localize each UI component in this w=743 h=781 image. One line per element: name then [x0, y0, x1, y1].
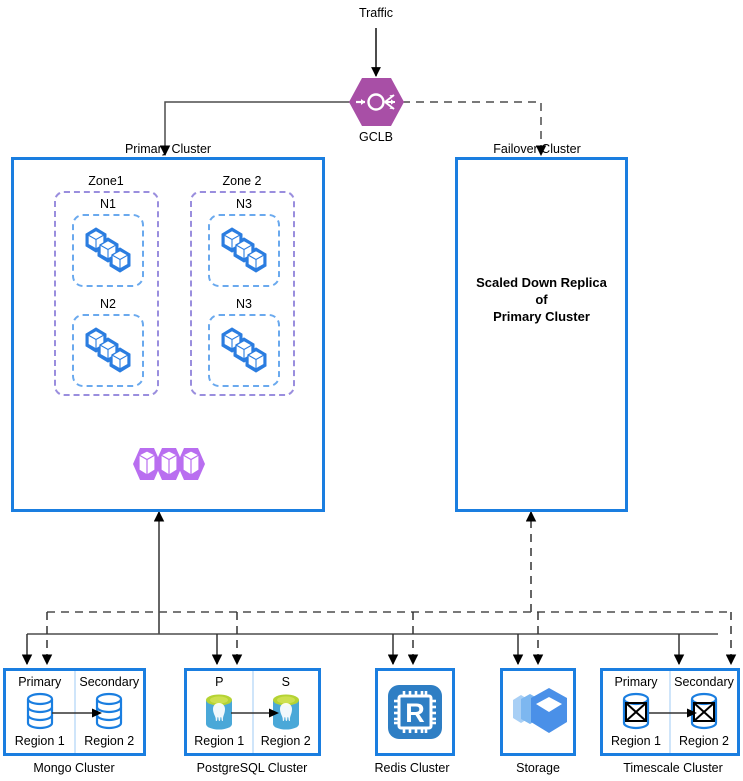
failover-text-line-2: of [535, 292, 548, 307]
node-cubes-icon [85, 327, 131, 373]
postgres-secondary-half[interactable]: S Region 2 [251, 671, 319, 753]
redis-icon-wrap: R [378, 671, 452, 753]
timescale-primary-half[interactable]: Primary Region 1 [603, 671, 669, 753]
timescale-replication-arrow [649, 708, 697, 718]
wire-gclb-to-failover [402, 101, 547, 157]
purple-cubes-icon [133, 448, 205, 480]
zone-box-2[interactable]: N3 [190, 191, 295, 396]
postgres-secondary-region: Region 2 [260, 733, 311, 748]
traffic-label: Traffic [358, 6, 394, 20]
postgres-primary-half[interactable]: P Region 1 [187, 671, 252, 753]
storage-boxes-icon [513, 688, 567, 733]
storage-caption: Storage [516, 761, 560, 775]
node-box-n3-b[interactable] [208, 314, 280, 387]
timescale-cylinder-icon [622, 692, 650, 729]
svg-text:R: R [405, 698, 425, 728]
postgresql-cluster-card[interactable]: P Region 1 S Region [184, 668, 321, 756]
node-title-n1: N1 [97, 197, 119, 211]
pod-group[interactable] [131, 444, 211, 484]
mongodb-cylinder-icon [26, 692, 53, 729]
mongo-secondary-half[interactable]: Secondary Region 2 [73, 671, 144, 753]
node-box-n2[interactable] [72, 314, 144, 387]
postgres-secondary-role: S [281, 675, 290, 689]
zone-title-2: Zone 2 [219, 174, 265, 188]
redis-cluster-card[interactable]: R [375, 668, 455, 756]
timescale-secondary-region: Region 2 [678, 733, 730, 748]
mongo-secondary-role: Secondary [79, 675, 140, 689]
mongo-cluster-card[interactable]: Primary Region 1 Secondary [3, 668, 146, 756]
redis-chip-icon: R [388, 685, 442, 739]
primary-cluster-caption: Primary Cluster [124, 142, 212, 156]
node-title-n3-a: N3 [233, 197, 255, 211]
failover-text-line-3: Primary Cluster [493, 309, 590, 324]
node-cubes-icon [221, 327, 267, 373]
timescale-cylinder-icon [690, 692, 718, 729]
wire-gclb-to-primary [159, 101, 351, 157]
mongo-secondary-region: Region 2 [84, 733, 135, 748]
failover-cluster-caption: Failover Cluster [493, 142, 581, 156]
node-title-n2: N2 [97, 297, 119, 311]
failover-text-line-1: Scaled Down Replica [476, 275, 607, 290]
node-cubes-icon [85, 227, 131, 273]
postgres-primary-icon-row [187, 689, 252, 735]
node-cubes-icon [221, 227, 267, 273]
mongodb-cylinder-icon [96, 692, 123, 729]
postgresql-elephant-icon [206, 694, 233, 729]
timescale-primary-region: Region 1 [610, 733, 662, 748]
node-title-n3-b: N3 [233, 297, 255, 311]
postgres-primary-region: Region 1 [194, 733, 245, 748]
mongo-primary-role: Primary [18, 675, 62, 689]
failover-cluster-box[interactable]: Scaled Down Replica of Primary Cluster [455, 157, 628, 512]
mongo-secondary-icon-row [76, 689, 144, 735]
storage-card[interactable] [500, 668, 576, 756]
storage-icon-wrap [503, 671, 573, 753]
gclb-icon[interactable] [348, 76, 405, 128]
postgres-primary-role: P [215, 675, 224, 689]
node-box-n3-a[interactable] [208, 214, 280, 287]
timescale-primary-role: Primary [614, 675, 658, 689]
timescale-primary-icon-row [603, 689, 669, 735]
mongo-primary-half[interactable]: Primary Region 1 [6, 671, 74, 753]
node-box-n1[interactable] [72, 214, 144, 287]
redis-cluster-caption: Redis Cluster [374, 761, 450, 775]
mongo-primary-region: Region 1 [14, 733, 65, 748]
timescale-cluster-card[interactable]: Primary Region 1 [600, 668, 740, 756]
zone-box-1[interactable]: N1 [54, 191, 159, 396]
postgres-secondary-icon-row [254, 689, 319, 735]
gclb-label: GCLB [358, 130, 394, 144]
timescale-secondary-role: Secondary [674, 675, 734, 689]
zone-title-1: Zone1 [85, 174, 127, 188]
mongo-cluster-caption: Mongo Cluster [33, 761, 115, 775]
timescale-secondary-half[interactable]: Secondary Region 2 [669, 671, 737, 753]
timescale-secondary-icon-row [671, 689, 737, 735]
postgres-replication-arrow [231, 708, 279, 718]
primary-cluster-box[interactable]: Zone1 N1 [11, 157, 325, 512]
postgresql-cluster-caption: PostgreSQL Cluster [196, 761, 308, 775]
postgresql-elephant-icon [272, 694, 299, 729]
mongo-primary-icon-row [6, 689, 74, 735]
mongo-replication-arrow [52, 708, 102, 718]
timescale-cluster-caption: Timescale Cluster [623, 761, 723, 775]
